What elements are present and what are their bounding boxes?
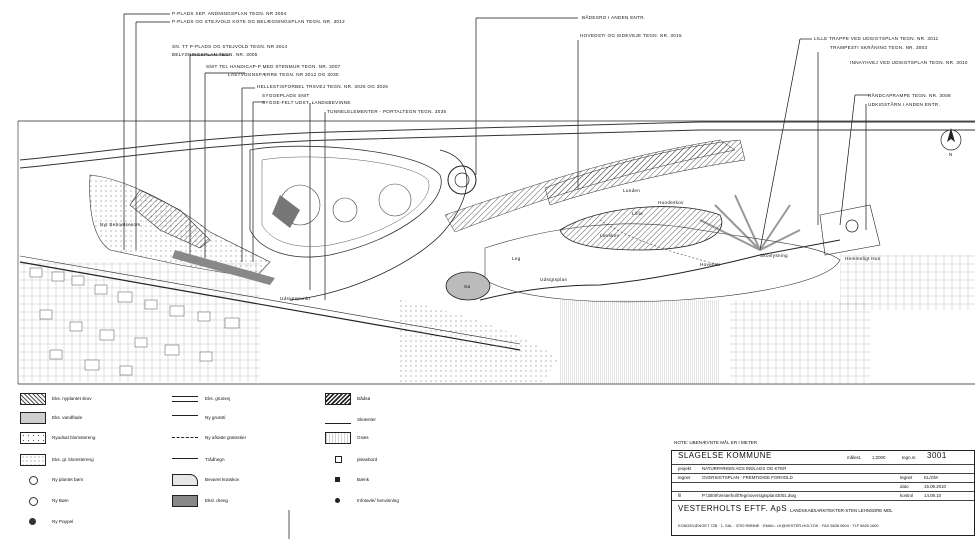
legend-swatch-forest [20,393,46,405]
poplar-icon [29,518,36,525]
drawn-label: tegnet [900,475,913,480]
plan-label-grove: Lunden [623,188,641,193]
annotation-9: SYGOE-FELT UDST. LANDSBEVINNE [262,100,351,105]
file-label: fil [678,493,682,498]
annotation-14: TRAMPESTI SKRÅNING TEGN. NR. 3003 [830,45,928,50]
plan-label-lake: Sø [464,284,471,289]
legend-label: Trådhegn [205,457,225,462]
legend-swatch-old-meadow [20,454,46,466]
info-board-icon [335,498,340,503]
legend-label: Eksl. dreng [205,498,228,503]
legend-label: Ny afsatte græsstier [205,435,247,440]
legend-swatch-grass [325,432,351,444]
legend-label: Skrænter [357,417,376,422]
bench-icon [335,477,340,482]
scale-value: 1:2000 [872,455,886,460]
annotation-10: TUNNELELEMENTER - PORTALTEGN TEGN. 3035 [327,109,447,114]
tree-planted-icon [29,476,38,485]
legend-label: Nyudsat blomstereng [52,435,96,440]
annotation-8: SYGOEPLADS SNIT [262,93,310,98]
checked-label: kontrol [900,493,914,498]
legend: Eks. nyplantet skov Eks. vandflade Nyuds… [0,388,660,538]
annotation-6: LASTVOGNSPÆRRE TEGN. NR 3012 OG 3030 [228,72,339,77]
plan-label-clearing: Skovlysning [760,253,788,258]
annotation-17: UDKIGSTÅRN I ANDEN ENTR. [868,102,941,107]
scale-label: målest. [847,455,862,460]
project-label: projekt [678,466,692,471]
plan-label-main-path: Hovedsti [700,262,721,267]
plan-label-dog-forest: Hundeskov [658,200,684,205]
legend-label: pleasbord [357,457,378,462]
client-name: SLAGELSE KOMMUNE [678,451,772,460]
legend-label: Græs [357,435,369,440]
legend-swatch-drain [172,495,198,507]
firm-description: LANDSKABSARKITEKTER-STEN LEHNSDRE MDL [790,508,893,513]
annotation-13: LILLE TRAPPE VED UDSIGTSPLAN TEGN. NR. 3… [814,36,939,41]
legend-label: Eks. gl. blomstereng [52,457,94,462]
legend-swatch-slopes [325,412,351,424]
drawing-no: 3001 [927,451,947,460]
title-note: NOTE: UBENÆVNTE MÅL ER I METER [674,440,758,445]
legend-label: Bænk [357,477,370,482]
plan-label-view-plan: Udsigtsplan [540,277,568,282]
north-label: N [949,152,953,157]
legend-label: Ny plantet bøm [52,477,84,482]
legend-swatch-water [20,412,46,424]
plan-label-small: Lillie [632,211,643,216]
annotation-2: P-PLADS OG STEJVOLD KOTE OG BELÆGNINGSPL… [172,19,345,24]
annotation-7: HELLESTISFORBEL TRSVEJ TEGN. NR. 3026 OG… [257,84,389,89]
drawing-no-label: tegn.nr. [902,455,917,460]
legend-label: Bevaret kratskov [205,477,240,482]
annotation-3: SN. TT P-PLADS OG STEJVOLD TEGN. NR 3014 [172,44,288,49]
firm-address: KONGEVÆNGET 72B · 1. SAL · 3700 RØNNE · … [678,523,879,528]
legend-swatch-gravel-road [172,396,198,402]
annotation-16: HÅNDCAPRAMPE TEGN. NR. 3008 [868,93,951,98]
legend-swatch-scrub [172,474,198,486]
leader-lines [123,13,870,539]
legend-label: Ny Bøm [52,498,69,503]
annotation-11: BÅDESRO I ANDEN ENTR. [582,15,646,20]
legend-label: Eks. grusvej [205,396,231,401]
annotation-1: P-PLADS SEP. ANDNINGSPLAN TEGN. NR 3004 [172,11,287,16]
legend-label: Infotavle/ henvisning [357,498,399,503]
legend-label: Eks. nyplantet skov [52,396,92,401]
annotation-5: SNIT TEL HANDICAP-P MED STENMUR TEGN. NR… [206,64,341,69]
north-arrow-icon [940,128,962,151]
legend-swatch-bådsø [325,393,351,405]
annotation-12: HOVEDSTI OG SIDEVEJE TEGN. NR. 3015 [580,33,682,38]
date-label: dato [900,484,909,489]
legend-swatch-grass-path [172,437,198,441]
annotation-4: BELYSNINGSPLAN TEGN. NR. 3005 [172,52,258,57]
annotation-15: INNAYHVEJ VED UDSIGTSPLAN TEGN. NR. 3010 [850,60,968,65]
plan-label-deciduous: Løvskov [600,233,620,238]
plan-label-viewpoint: Udsigtspunkt [280,296,311,301]
legend-swatch-gravel-path [172,415,198,419]
date-value: 15.09.2010 [924,484,946,489]
legend-label: Bådsø [357,396,371,401]
table-icon [335,456,342,463]
legend-label: Ny grussti [205,415,226,420]
firm-name: VESTERHOLTS EFTF. ApS [678,504,788,513]
legend-swatch-fence [172,458,198,462]
legend-label: Eks. vandflade [52,415,83,420]
legend-swatch-meadow [20,432,46,444]
title-box: SLAGELSE KOMMUNE målest. 1:2000 tegn.nr.… [671,450,975,536]
title-value: OVERSIGTSPLAN - FREMTIDIGE FORHOLD [702,475,793,480]
title-label: tegnet [678,475,691,480]
file-value: P:\3000\Vesterholt\Tegn\oversigtsplan\30… [702,493,796,498]
plan-label-play: Leg [512,256,521,261]
checked-value: 14.09.10 [924,493,942,498]
plan-label-secret-house: Hemmeligt Hus [845,256,881,261]
drawn-value: KL/GM [924,475,938,480]
project-value: NATURPARKEN AGS INDLAGS OG KTER [702,466,787,471]
plan-label-housing: Nyt Beboelsesom. [100,222,143,227]
legend-label: Ny Poppel [52,519,74,524]
title-block: NOTE: UBENÆVNTE MÅL ER I METER SLAGELSE … [647,440,977,538]
new-tree-icon [29,497,38,506]
